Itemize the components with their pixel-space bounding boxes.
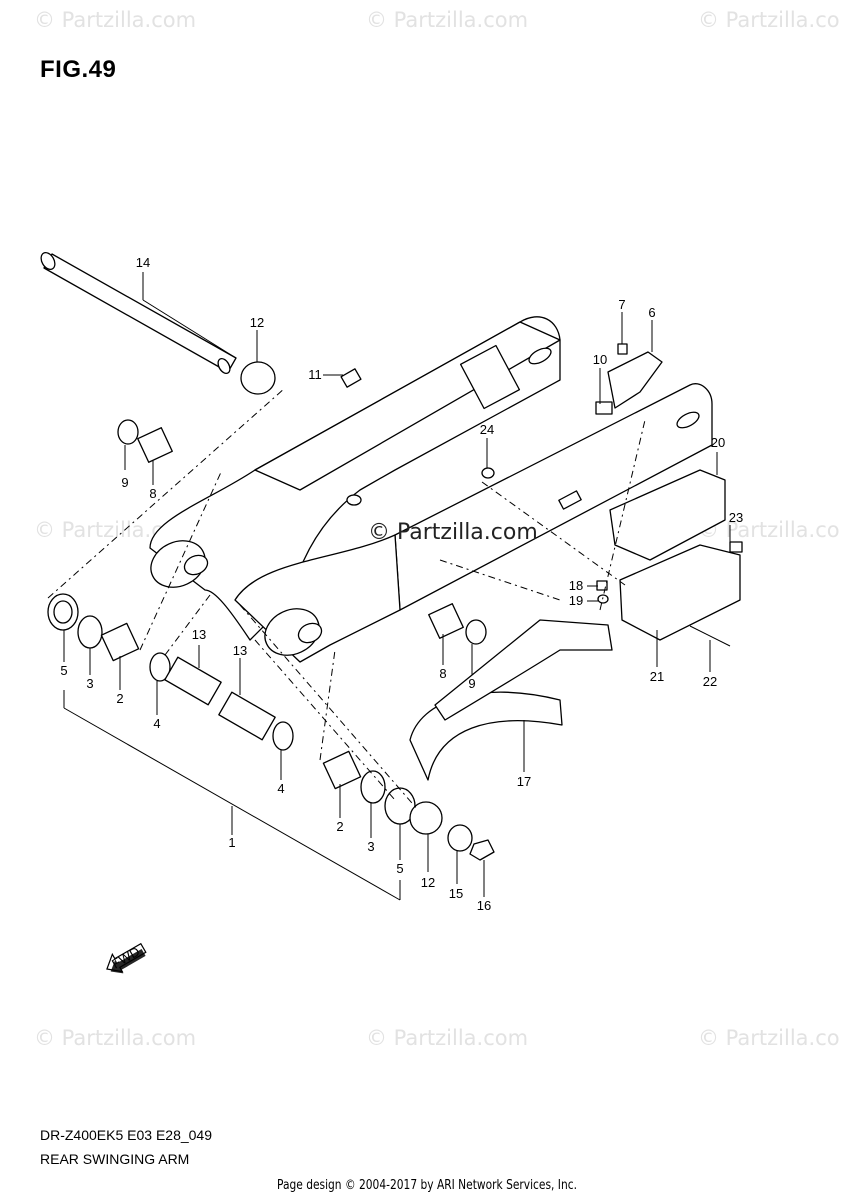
callout-label: 22 — [703, 674, 717, 689]
callout-label: 3 — [86, 676, 93, 691]
callout-label: 12 — [421, 875, 435, 890]
callout-label: 3 — [367, 839, 374, 854]
callout-label: 18 — [569, 578, 583, 593]
callout-label: 9 — [121, 475, 128, 490]
callout-label: 23 — [729, 510, 743, 525]
callout-label: 19 — [569, 593, 583, 608]
callout-label: 2 — [336, 819, 343, 834]
chain-guide-bracket[interactable] — [607, 351, 741, 641]
watermark-bottom-center: © Partzilla.com — [366, 1026, 529, 1050]
bearings-and-spacers[interactable] — [47, 361, 495, 861]
fwd-arrow-icon — [106, 942, 147, 974]
callout-label: 8 — [439, 666, 446, 681]
callout-label: 4 — [153, 716, 160, 731]
swing-arm[interactable] — [143, 316, 713, 664]
callout-label: 5 — [60, 663, 67, 678]
callout-label: 11 — [308, 367, 322, 382]
figure-title: FIG.49 — [40, 56, 117, 83]
fasteners[interactable] — [340, 343, 743, 647]
callout-label: 7 — [618, 297, 625, 312]
callout-label: 8 — [149, 486, 156, 501]
alignment-lines — [47, 387, 646, 811]
callout-label: 20 — [711, 435, 725, 450]
watermark-bottom-left: © Partzilla.com — [34, 1026, 197, 1050]
callout-label: 16 — [477, 898, 491, 913]
model-code: DR-Z400EK5 E03 E28_049 — [40, 1127, 212, 1143]
callout-label: 14 — [136, 255, 150, 270]
callout-label: 12 — [250, 315, 264, 330]
callout-label: 17 — [517, 774, 531, 789]
footer-copyright: Page design © 2004-2017 by ARI Network S… — [277, 1178, 577, 1193]
callout-label: 10 — [593, 352, 607, 367]
watermark-center: © Partzilla.com — [368, 520, 538, 545]
watermark-top-right: © Partzilla.co — [698, 8, 840, 32]
watermark-bottom-right: © Partzilla.co — [698, 1026, 840, 1050]
callout-label: 13 — [192, 627, 206, 642]
callout-label: 13 — [233, 643, 247, 658]
callout-label: 6 — [648, 305, 655, 320]
callout-label: 5 — [396, 861, 403, 876]
callout-label: 4 — [277, 781, 284, 796]
chain-buffer[interactable] — [409, 619, 613, 781]
leader-lines — [63, 272, 731, 901]
watermark-top-left: © Partzilla.com — [34, 8, 197, 32]
callout-label: 15 — [449, 886, 463, 901]
watermark-top-center: © Partzilla.com — [366, 8, 529, 32]
callout-label: 2 — [116, 691, 123, 706]
callout-label: 21 — [650, 669, 664, 684]
callout-label: 9 — [468, 676, 475, 691]
callout-label: 24 — [480, 422, 494, 437]
callout-label: 1 — [228, 835, 235, 850]
part-group-title: REAR SWINGING ARM — [40, 1151, 190, 1167]
